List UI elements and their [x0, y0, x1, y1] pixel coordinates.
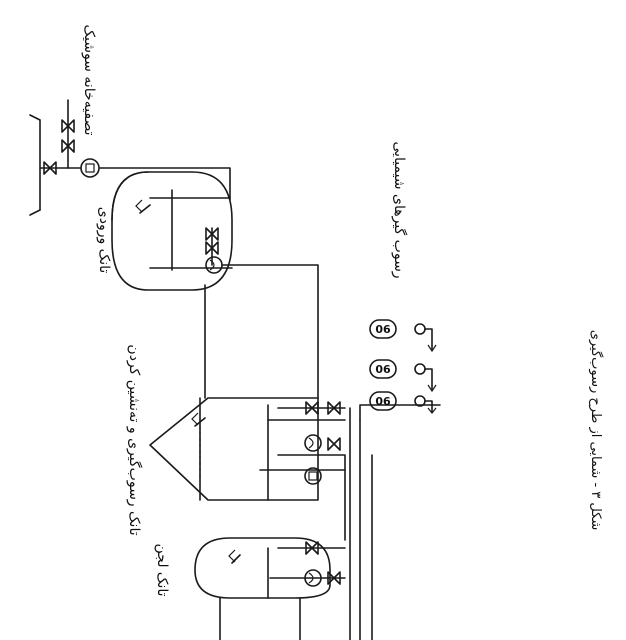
settling-tank [149, 397, 319, 501]
sludge-tank [194, 537, 331, 599]
feed-tank-heater-icon [205, 256, 223, 274]
dosing-tag-3: 06 [375, 395, 391, 408]
label-settling-tank: تانک رسوب‌گیری و ته‌نشین کردن [126, 344, 143, 535]
label-sludge-tank: تانک لجن [154, 544, 170, 597]
dosing-unit-1 [369, 319, 437, 353]
settling-heater-icon [304, 434, 322, 452]
inlet-pump-icon [80, 158, 100, 178]
sludge-tank-piping [219, 541, 346, 640]
feed-tank-piping [135, 189, 233, 271]
settling-tank-piping [191, 401, 346, 541]
inlet-pipe [29, 114, 231, 216]
inlet-valve [43, 161, 57, 175]
feed-tank [111, 171, 233, 291]
dosing-unit-3 [369, 391, 437, 414]
chemical-feed-lines [349, 404, 441, 640]
label-chemicals: رسوب گیرهای شیمیایی [391, 141, 408, 278]
dosing-unit-2 [369, 359, 437, 393]
label-fresh-water: تصفیه‌خانه سوشیک [81, 24, 97, 135]
settling-pump-icon [304, 467, 322, 485]
inlet-branch-pipe [61, 99, 75, 169]
dosing-tag-1: 06 [375, 323, 391, 336]
figure-caption: شکل ۳ - شمایی از طرح رسوب‌گیری [588, 330, 604, 531]
label-feed-tank: تانک ورودی [96, 207, 112, 274]
sludge-heater-icon [304, 569, 322, 587]
dosing-tag-2: 06 [375, 363, 391, 376]
feed-tank-outlet [204, 264, 319, 399]
